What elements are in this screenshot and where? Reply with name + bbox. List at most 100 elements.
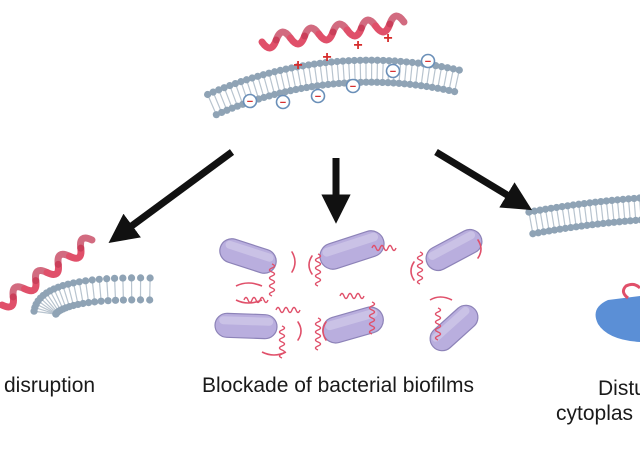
negative-charge: −	[350, 81, 356, 93]
peptide-helices	[0, 12, 640, 311]
bacterium-highlight	[325, 308, 378, 331]
lipid-head	[408, 58, 416, 67]
bracket	[322, 321, 327, 341]
positive-charge: +	[293, 57, 302, 74]
lipid-head	[552, 203, 561, 212]
lipid-head	[428, 83, 436, 91]
lipid-head	[88, 276, 96, 284]
lipid-head	[362, 56, 370, 64]
lipid-head	[591, 198, 599, 206]
negative-charge: −	[247, 96, 253, 108]
lipid-head	[136, 296, 145, 304]
lipid-head	[324, 80, 332, 89]
lipid-head	[525, 208, 533, 216]
lipid-head	[220, 84, 228, 92]
lipid-head	[356, 56, 364, 64]
arrow-to-cytoplasm	[434, 149, 533, 211]
lipid-head	[75, 278, 83, 286]
lipid-head	[119, 274, 127, 282]
lipid-head	[569, 201, 577, 209]
lipid-head	[95, 275, 103, 283]
bacterium-highlight	[431, 306, 470, 342]
lipid-head	[417, 82, 425, 90]
lipid-head	[391, 57, 399, 65]
lipid-head	[297, 84, 305, 93]
caption-biofilm-blockade: Blockade of bacterial biofilms	[202, 374, 474, 397]
lipid-head	[626, 217, 634, 225]
bracket	[410, 261, 415, 281]
lipid-head	[637, 216, 640, 224]
lipid-head	[215, 86, 223, 94]
pilus	[368, 301, 376, 335]
lipid-head	[373, 78, 381, 86]
pilus	[275, 306, 301, 314]
anion-ring	[242, 93, 258, 109]
lipid-head	[402, 58, 411, 66]
lipid-head	[209, 88, 217, 96]
anion-ring	[345, 78, 361, 94]
lipid-head	[529, 230, 537, 238]
bacteria-cluster	[214, 228, 483, 359]
lipid-head	[110, 274, 119, 282]
bracket	[429, 296, 453, 301]
lipid-head	[536, 206, 544, 214]
lipid-head	[439, 85, 447, 93]
pilus	[314, 253, 322, 287]
lipid-head	[287, 64, 296, 72]
lipid-head	[316, 59, 324, 67]
arrow-to-disruption	[108, 149, 235, 243]
lipid-head	[613, 196, 622, 204]
lipid-head	[146, 274, 154, 282]
lipid-head	[455, 66, 463, 74]
negative-charge: −	[425, 56, 431, 68]
membranes	[30, 56, 640, 342]
lipid-head	[443, 64, 452, 72]
top-membrane	[204, 56, 463, 119]
lipid-head	[610, 218, 618, 226]
top-helix	[258, 12, 408, 52]
lipid-head	[373, 56, 382, 64]
lipid-head	[327, 58, 336, 66]
right-membrane	[525, 194, 640, 238]
lipid-head	[350, 56, 358, 65]
lipid-head	[339, 57, 347, 65]
bacterium-highlight	[219, 316, 274, 326]
bracket	[235, 299, 263, 304]
lipid-head	[632, 216, 640, 224]
lipid-head	[319, 81, 327, 89]
lipid-head	[97, 297, 105, 305]
lipid-head	[265, 69, 273, 77]
lipid-head	[69, 279, 78, 287]
lipid-head	[602, 197, 610, 205]
lipid-head	[550, 226, 559, 234]
lipid-head	[414, 59, 422, 67]
anion-ring	[310, 88, 326, 104]
lipid-head	[450, 88, 459, 96]
cytoplasm-blob	[595, 296, 640, 342]
lipid-head	[594, 220, 602, 228]
pilus	[434, 307, 442, 341]
lipid-head	[237, 78, 245, 86]
helix-segment	[386, 12, 408, 28]
lipid-head	[85, 299, 93, 307]
lipid-head	[621, 217, 629, 225]
lipid-head	[378, 78, 387, 87]
lipid-head	[128, 296, 136, 304]
lipid-head	[630, 194, 638, 203]
pilus	[314, 317, 322, 351]
lipid-head	[292, 85, 300, 94]
lipid-head	[137, 274, 145, 282]
pilus	[243, 296, 269, 304]
lipid-head	[385, 57, 393, 65]
lipid-head	[91, 298, 99, 306]
lipid-head	[564, 202, 572, 210]
lipid-head	[111, 296, 120, 304]
lipid-head	[335, 79, 343, 88]
right-helix-fragment	[621, 282, 640, 300]
lipid-head	[541, 205, 550, 213]
bacterium-highlight	[225, 240, 274, 262]
negative-charge: −	[315, 91, 321, 103]
lipid-head	[624, 195, 633, 203]
bacterium	[214, 312, 278, 340]
